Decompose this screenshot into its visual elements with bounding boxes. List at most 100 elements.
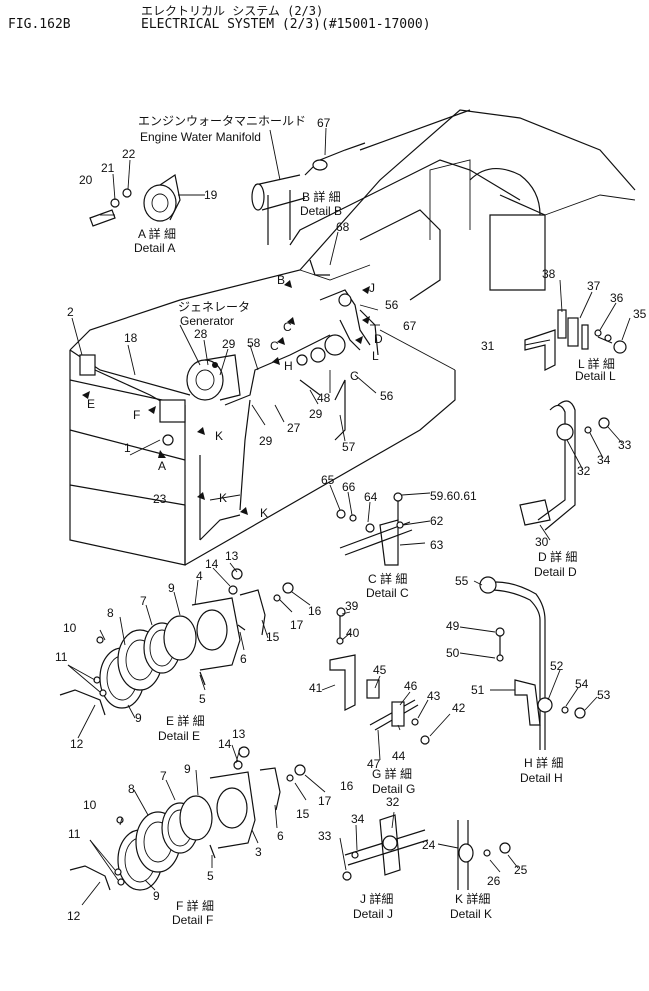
callout-29b: 29 [259, 434, 273, 448]
detail-b-label-jp: B 詳 細 [302, 189, 341, 204]
callout-57: 57 [342, 440, 356, 454]
callout-38: 38 [542, 267, 556, 281]
callout-4: 4 [196, 569, 203, 583]
callout-39: 39 [345, 599, 359, 613]
callout-41: 41 [309, 681, 323, 695]
callout-62: 62 [430, 514, 444, 528]
detail-l-drawing [524, 309, 627, 371]
arrow-letter-b: B [277, 273, 285, 287]
detail-h-label-jp: H 詳 細 [524, 755, 563, 770]
callout-21: 21 [101, 161, 115, 175]
detail-g-drawing [329, 607, 430, 745]
callout-16b: 16 [340, 779, 354, 793]
callout-5a: 5 [199, 692, 206, 706]
callout-11b: 11 [68, 827, 81, 841]
detail-f-label: Detail F [172, 913, 213, 927]
detail-arrows [82, 280, 370, 515]
callout-9b: 9 [135, 711, 142, 725]
arrow-letter-h: H [284, 359, 293, 373]
generator-label-jp: ジェネレータ [178, 300, 250, 314]
generator [186, 354, 241, 401]
callout-6a: 6 [240, 652, 247, 666]
callout-33a: 33 [618, 438, 632, 452]
annotation-labels: エンジンウォータマニホールド Engine Water Manifold ジェネ… [134, 114, 616, 927]
callout-17b: 17 [318, 794, 332, 808]
leader-lines [67, 159, 631, 906]
detail-a-label-jp: A 詳 細 [138, 226, 176, 241]
callout-27: 27 [287, 421, 301, 435]
arrow-letter-c3: C [350, 369, 359, 383]
detail-b-drawing [304, 127, 366, 176]
callout-14b: 14 [218, 737, 232, 751]
arrow-letter-e: E [87, 397, 95, 411]
engine-water-manifold-label-jp: エンジンウォータマニホールド [138, 114, 306, 128]
detail-c-drawing [336, 492, 413, 566]
callout-65: 65 [321, 473, 335, 487]
callout-26: 26 [487, 874, 501, 888]
figure-title: ELECTRICAL SYSTEM (2/3)(#15001-17000) [141, 17, 431, 32]
callout-49: 49 [446, 619, 460, 633]
arrow-letter-c1: C [283, 320, 292, 334]
arrow-letter-k2: K [219, 491, 227, 505]
part-number-callouts: 1 2 3 4 5 5 6 6 7 7 8 8 9 9 9 9 10 10 11… [55, 116, 647, 923]
callout-32a: 32 [577, 464, 591, 478]
detail-j-label-jp: J 詳細 [360, 891, 393, 906]
detail-l-label-jp: L 詳 細 [578, 356, 615, 371]
detail-f-label-jp: F 詳 細 [176, 898, 214, 913]
arrow-letter-f: F [133, 408, 140, 422]
detail-a-label: Detail A [134, 241, 175, 255]
arrow-letters: E F A K K K B C C H C J D L [87, 273, 383, 520]
battery-connector [79, 354, 186, 446]
callout-10b: 10 [83, 798, 97, 812]
callout-53: 53 [597, 688, 611, 702]
callout-28: 28 [194, 327, 208, 341]
callout-24: 24 [422, 838, 436, 852]
callout-1: 1 [124, 441, 131, 455]
callout-45: 45 [373, 663, 387, 677]
callout-13a: 13 [225, 549, 239, 563]
callout-9d: 9 [153, 889, 160, 903]
callout-13b: 13 [232, 727, 246, 741]
callout-9a: 9 [168, 581, 175, 595]
callout-9c: 9 [184, 762, 191, 776]
callout-68: 68 [336, 220, 350, 234]
callout-54: 54 [575, 677, 589, 691]
detail-d-drawing [519, 400, 610, 531]
machine-body [69, 109, 636, 566]
detail-c-label: Detail C [366, 586, 409, 600]
detail-l-label: Detail L [575, 369, 616, 383]
arrow-letter-c2: C [270, 339, 279, 353]
detail-f-drawing [69, 746, 306, 891]
arrow-letter-j: J [369, 281, 375, 295]
arrow-letter-l: L [372, 349, 379, 363]
detail-j-drawing [342, 814, 429, 881]
callout-58: 58 [247, 336, 261, 350]
callout-35: 35 [633, 307, 647, 321]
callout-11a: 11 [55, 650, 68, 664]
callout-15b: 15 [296, 807, 310, 821]
detail-g-label: Detail G [372, 782, 415, 796]
arrow-letter-k3: K [260, 506, 268, 520]
callout-51: 51 [471, 683, 485, 697]
detail-h-drawing [479, 576, 586, 750]
detail-c-label-jp: C 詳 細 [368, 571, 407, 586]
detail-k-label: Detail K [450, 907, 492, 921]
callout-7a: 7 [140, 594, 147, 608]
callout-3: 3 [255, 845, 262, 859]
figure-title-japanese: エレクトリカル システム (2/3) [141, 4, 324, 18]
callout-22: 22 [122, 147, 136, 161]
callout-25: 25 [514, 863, 528, 877]
detail-d-label-jp: D 詳 細 [538, 549, 577, 564]
callout-40: 40 [346, 626, 360, 640]
engine-water-manifold [251, 129, 306, 245]
callout-10a: 10 [63, 621, 77, 635]
callout-8a: 8 [107, 606, 114, 620]
callout-15a: 15 [266, 630, 280, 644]
detail-k-drawing [457, 820, 511, 890]
arrow-letter-k1: K [215, 429, 223, 443]
callout-47: 47 [367, 757, 381, 771]
callout-55: 55 [455, 574, 469, 588]
callout-44: 44 [392, 749, 406, 763]
callout-12a: 12 [70, 737, 84, 751]
